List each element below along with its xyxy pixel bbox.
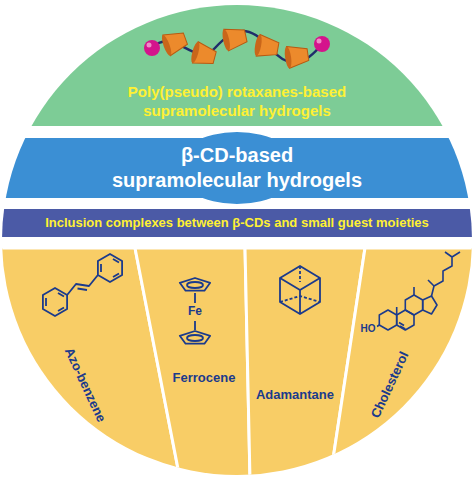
drawing-stroke (377, 325, 379, 327)
segment-shape (133, 246, 252, 479)
drawing-stroke (284, 46, 293, 69)
drawing-stroke (224, 25, 248, 51)
drawing-stroke (317, 39, 322, 44)
drawing-stroke (287, 44, 310, 69)
category-segment: Poly(pseudo) rotaxanes-based supramolecu… (0, 0, 474, 126)
drawing-stroke (280, 266, 320, 314)
segment-label: β-CD-based supramolecular hydrogels (111, 143, 363, 193)
adamantane-structure (280, 266, 320, 314)
text-anchor: Adamantane (256, 387, 334, 403)
drawing-stroke (405, 295, 422, 315)
atom-label: Fe (187, 305, 203, 318)
drawing-stroke (46, 293, 64, 311)
segment-shape (0, 130, 474, 206)
segment-label: Inclusion complexes between β-CDs and sm… (45, 215, 429, 231)
drawing-stroke (78, 289, 88, 291)
drawing-stroke (280, 278, 320, 314)
drawing-stroke (428, 252, 460, 296)
segment-fill (135, 248, 250, 479)
drawing-stroke (147, 43, 152, 48)
drawing-stroke (314, 36, 330, 52)
drawing-stroke (397, 287, 414, 315)
drawing-stroke (299, 266, 301, 282)
ferrocene-structure (180, 278, 210, 344)
drawing-stroke (399, 323, 404, 326)
drawing-stroke (187, 335, 203, 341)
drawing-stroke (180, 278, 210, 291)
azobenzene-structure (43, 254, 122, 316)
drawing-stroke (160, 34, 173, 57)
segment-label: Poly(pseudo) rotaxanes-based supramolecu… (127, 82, 347, 120)
label-anchor: HO (360, 323, 377, 334)
segment-fill (0, 209, 474, 237)
drawing-stroke (221, 25, 248, 51)
drawing-stroke (379, 310, 396, 330)
text-anchor: Poly(pseudo) rotaxanes-based supramolecu… (127, 82, 347, 120)
atom-label: HO (360, 323, 377, 334)
cholesterol-structure (377, 252, 460, 330)
drawing-stroke (280, 296, 320, 302)
drawing-stroke (67, 275, 98, 295)
drawing-stroke (101, 259, 119, 277)
drawing-stroke (163, 28, 189, 56)
drawing-stroke (192, 42, 217, 68)
segment-fill (0, 132, 474, 204)
segment-label: Adamantane (256, 387, 334, 403)
drawing-stroke (256, 34, 280, 59)
text-anchor: β-CD-based supramolecular hydrogels (111, 143, 363, 193)
guest-wedge: Cholesterol (328, 246, 474, 479)
rotaxane-illustration (144, 25, 330, 69)
drawing-stroke (253, 34, 263, 57)
segment-label: Ferrocene (173, 370, 236, 386)
drawing-stroke (98, 254, 122, 282)
segment-fill (0, 0, 474, 126)
drawing-stroke (423, 296, 437, 314)
drawing-stroke (144, 40, 160, 56)
drawing-stroke (160, 28, 189, 57)
label-anchor: Fe (187, 305, 203, 318)
drawing-stroke (221, 29, 231, 52)
drawing-stroke (253, 34, 279, 60)
drawing-stroke (400, 326, 405, 329)
guest-wedge: Ferrocene (133, 246, 252, 479)
text-anchor: Inclusion complexes between β-CDs and sm… (45, 215, 429, 231)
central-band: β-CD-based supramolecular hydrogels (0, 130, 474, 206)
drawing-stroke (397, 310, 414, 330)
drawing-stroke (152, 31, 322, 63)
drawing-stroke (187, 282, 203, 288)
drawing-stroke (190, 41, 218, 68)
subheading-band: Inclusion complexes between β-CDs and sm… (0, 207, 474, 239)
text-anchor: Ferrocene (173, 370, 236, 386)
drawing-stroke (180, 331, 210, 344)
drawing-stroke (284, 44, 310, 69)
segment-fill (330, 248, 474, 479)
drawing-stroke (43, 288, 67, 316)
drawing-stroke (190, 41, 201, 64)
